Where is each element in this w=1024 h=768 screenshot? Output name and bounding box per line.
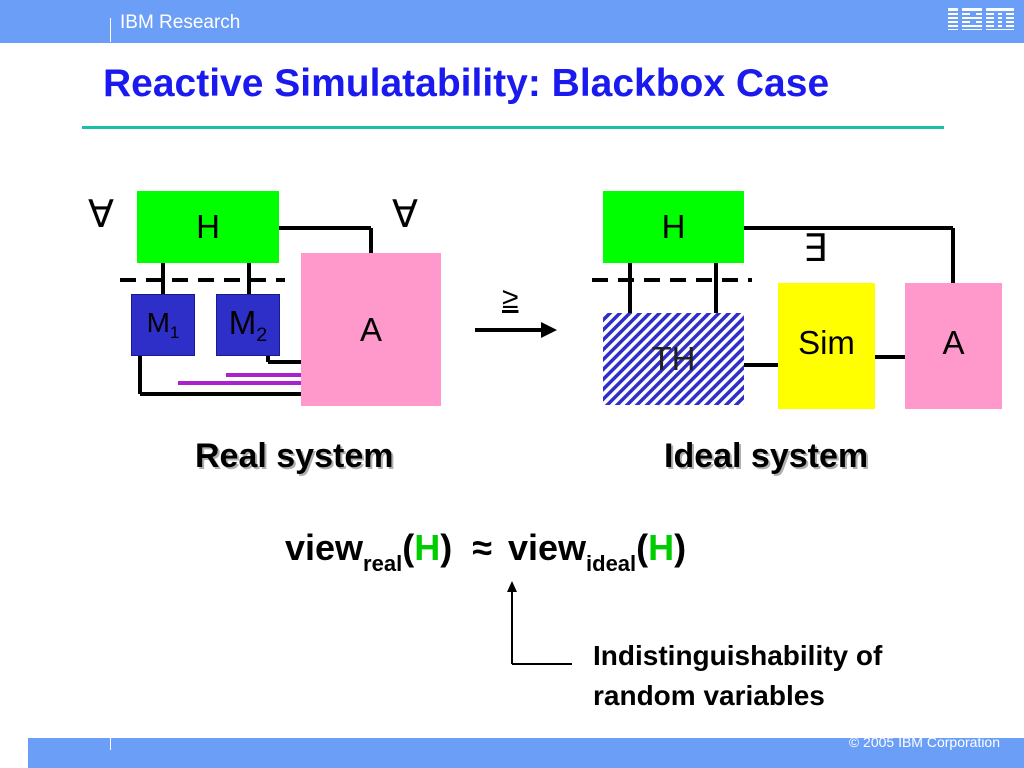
- ideal-h-label: H: [661, 208, 686, 245]
- bottom-bar-divider: [110, 736, 111, 750]
- real-a-label: A: [359, 311, 382, 348]
- trusted-host-box: TH: [603, 313, 744, 405]
- formula-paren: (: [636, 527, 649, 568]
- machine-m2-box: M2: [216, 294, 280, 356]
- real-honest-user-box: H: [137, 191, 279, 263]
- ideal-system-caption: Ideal system: [664, 437, 869, 475]
- formula-h-ideal: H: [648, 527, 675, 568]
- formula-sub-real: real: [363, 551, 403, 576]
- note-line-2: random variables: [593, 680, 825, 711]
- slide-title: Reactive Simulatability: Blackbox Case: [103, 62, 830, 105]
- sim-label: Sim: [798, 324, 855, 361]
- footer-copyright: © 2005 IBM Corporation: [848, 734, 1000, 750]
- formula-paren: (: [402, 527, 415, 568]
- arrow-head: [541, 322, 557, 338]
- machine-m1-box: M1: [131, 294, 195, 356]
- ideal-adversary-box: A: [905, 283, 1002, 409]
- th-label: TH: [651, 340, 696, 377]
- bottom-bar: [28, 738, 1024, 768]
- ideal-honest-user-box: H: [603, 191, 744, 263]
- arrow-label: ≥: [502, 282, 519, 315]
- simulator-box: Sim: [778, 283, 875, 409]
- m1-label: M: [146, 307, 170, 339]
- m1-subscript: 1: [169, 322, 180, 342]
- formula-h-real: H: [414, 527, 441, 568]
- m2-label: M: [228, 303, 257, 341]
- formula-paren: ): [440, 527, 453, 568]
- ideal-a-label: A: [942, 324, 965, 361]
- m2-subscript: 2: [256, 323, 268, 346]
- real-h-label: H: [196, 208, 220, 245]
- th-hatch-fill: [603, 313, 744, 405]
- top-bar: [0, 0, 1024, 43]
- forall-right-symbol: ∀: [392, 194, 418, 236]
- formula-sub-ideal: ideal: [586, 551, 637, 576]
- top-bar-divider: [110, 18, 111, 42]
- title-underline: [82, 126, 944, 129]
- header-org-label: IBM Research: [120, 12, 241, 33]
- real-system-caption: Real system: [195, 437, 394, 475]
- formula-approx-symbol: ≈: [472, 527, 492, 568]
- formula-view-ideal: view: [507, 527, 587, 568]
- note-pointer-head: [507, 581, 517, 592]
- exists-symbol: ∃: [803, 228, 828, 270]
- real-adversary-box: A: [301, 253, 441, 406]
- footer-spacer: [0, 722, 1024, 738]
- indistinguishability-note: Indistinguishability of random variables: [593, 636, 1013, 716]
- note-line-1: Indistinguishability of: [593, 640, 883, 671]
- forall-left-symbol: ∀: [88, 194, 114, 236]
- view-equivalence-formula: viewreal(H)≈viewideal(H): [285, 527, 686, 577]
- ibm-logo: [946, 8, 1016, 30]
- formula-paren: ): [674, 527, 687, 568]
- formula-view-real: view: [285, 527, 364, 568]
